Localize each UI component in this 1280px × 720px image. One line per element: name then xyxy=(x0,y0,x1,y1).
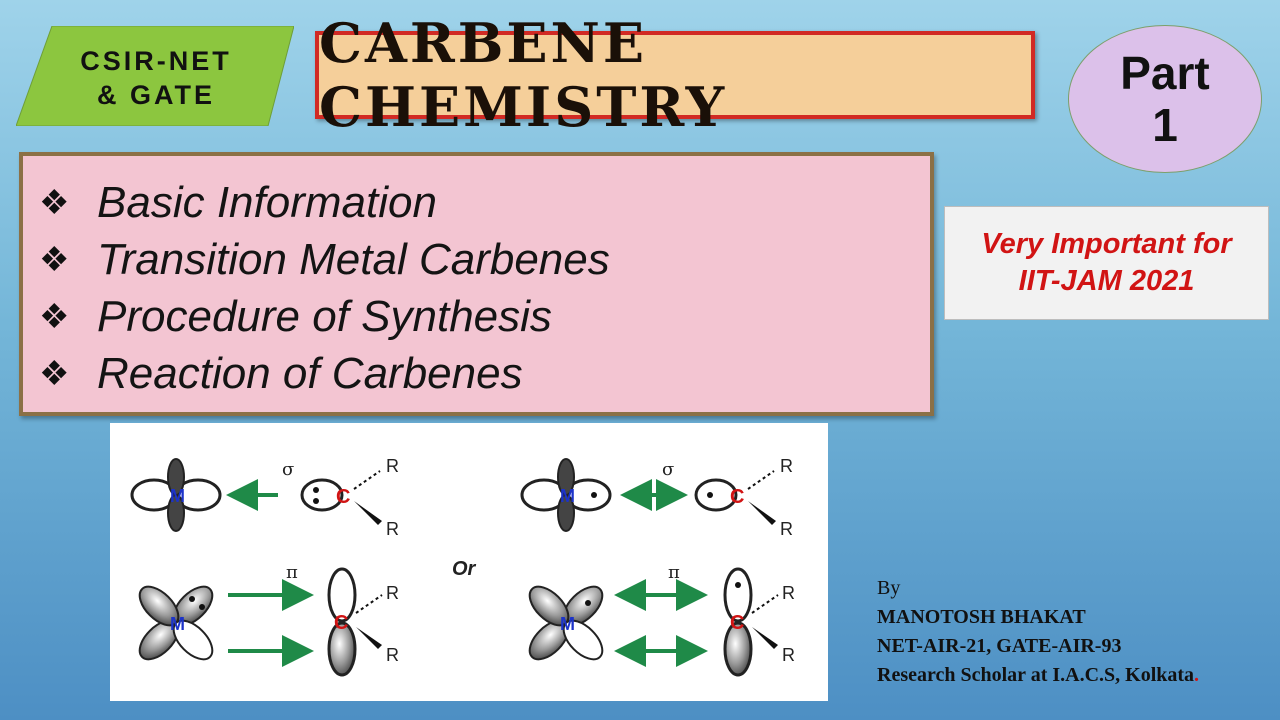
carbon-label: C xyxy=(730,486,744,508)
importance-line-1: Very Important for xyxy=(981,228,1232,260)
diamond-bullet-icon: ❖ xyxy=(39,183,70,222)
sigma-label: σ xyxy=(282,459,294,480)
pi-label: π xyxy=(668,562,680,583)
metal-label: M xyxy=(560,486,575,506)
topics-box: ❖ Basic Information ❖ Transition Metal Car… xyxy=(19,152,934,416)
substituent-label: R xyxy=(782,583,795,603)
carbon-label: C xyxy=(336,486,350,508)
pi-covalent-right: M π C R R xyxy=(528,562,795,677)
topic-list: ❖ Basic Information ❖ Transition Metal Car… xyxy=(23,156,930,402)
importance-line-2: IIT-JAM 2021 xyxy=(1018,265,1195,297)
diamond-bullet-icon: ❖ xyxy=(39,240,70,279)
tag-parallelogram xyxy=(16,26,294,126)
author-credit: By MANOTOSH BHAKAT NET-AIR-21, GATE-AIR-… xyxy=(877,574,1277,690)
bonding-diagram: M σ C R R M π xyxy=(110,423,828,701)
exam-tag: CSIR-NET & GATE xyxy=(16,26,294,126)
pi-backdonation-left: M π C R R xyxy=(138,562,399,677)
carbon-label: C xyxy=(730,612,744,634)
sigma-covalent-right: M σ C R R xyxy=(520,456,793,539)
substituent-label: R xyxy=(782,645,795,665)
metal-label: M xyxy=(560,614,575,634)
orbital-diagram-svg: M σ C R R M π xyxy=(130,456,795,677)
topic-item: ❖ Procedure of Synthesis xyxy=(39,288,930,345)
metal-label: M xyxy=(170,614,185,634)
page-title: CARBENE CHEMISTRY xyxy=(319,11,728,139)
topic-text: Reaction of Carbenes xyxy=(97,348,523,398)
topic-text: Procedure of Synthesis xyxy=(97,291,552,341)
tag-line-1: CSIR-NET xyxy=(80,46,232,76)
substituent-label: R xyxy=(386,519,399,539)
carbon-label: C xyxy=(334,612,348,634)
substituent-label: R xyxy=(780,519,793,539)
topic-item: ❖ Basic Information xyxy=(39,174,930,231)
tag-text: CSIR-NET & GATE xyxy=(56,44,256,112)
substituent-label: R xyxy=(780,456,793,476)
author-ranks: NET-AIR-21, GATE-AIR-93 xyxy=(877,635,1122,657)
author-affiliation-line: Research Scholar at I.A.C.S, Kolkata. xyxy=(877,661,1277,690)
metal-label: M xyxy=(170,486,185,506)
topic-item: ❖ Reaction of Carbenes xyxy=(39,345,930,402)
diamond-bullet-icon: ❖ xyxy=(39,297,70,336)
sigma-donation-left: M σ C R R xyxy=(130,456,399,539)
byline-by: By xyxy=(877,577,901,599)
part-label: Part xyxy=(1120,47,1210,99)
topic-item: ❖ Transition Metal Carbenes xyxy=(39,231,930,288)
title-banner: CARBENE CHEMISTRY xyxy=(315,11,1035,139)
author-affiliation: Research Scholar at I.A.C.S, Kolkata xyxy=(877,664,1195,686)
end-dot: . xyxy=(1194,664,1200,686)
substituent-label: R xyxy=(386,645,399,665)
substituent-label: R xyxy=(386,583,399,603)
importance-note: Very Important for IIT-JAM 2021 xyxy=(944,206,1269,320)
part-badge: Part 1 xyxy=(1068,25,1262,173)
diamond-bullet-icon: ❖ xyxy=(39,354,70,393)
topic-text: Basic Information xyxy=(97,177,437,227)
topic-text: Transition Metal Carbenes xyxy=(97,234,610,284)
tag-line-2: & GATE xyxy=(97,80,215,110)
substituent-label: R xyxy=(386,456,399,476)
or-label: Or xyxy=(452,558,477,580)
author-name: MANOTOSH BHAKAT xyxy=(877,606,1086,628)
part-number: 1 xyxy=(1152,99,1178,151)
pi-label: π xyxy=(286,562,298,583)
sigma-label: σ xyxy=(662,459,674,480)
